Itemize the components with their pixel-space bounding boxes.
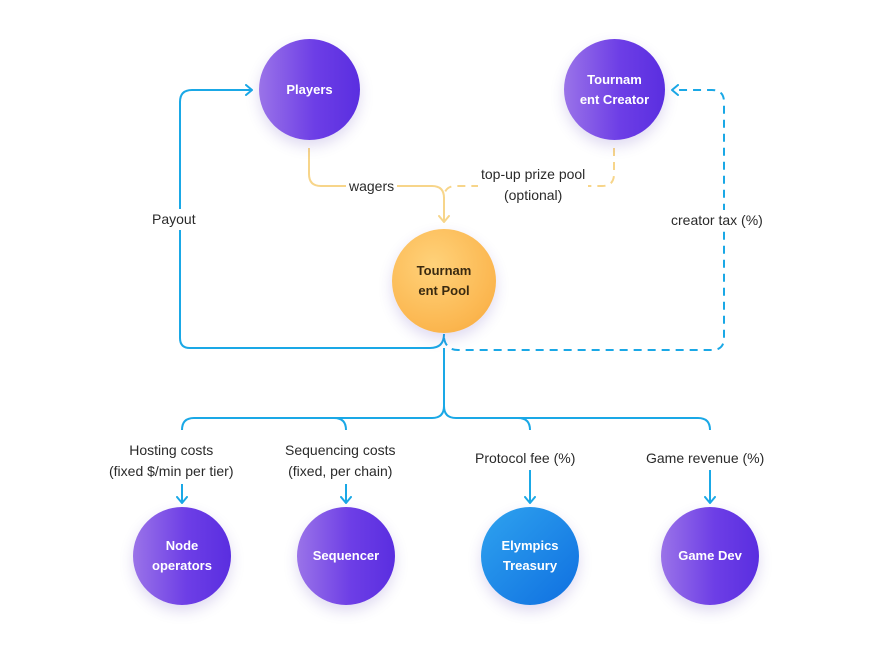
top-up-label: top-up prize pool (optional) xyxy=(478,164,589,206)
tournament-creator-node: Tournam ent Creator xyxy=(564,39,665,140)
creator-tax-line xyxy=(443,84,725,351)
protocol-fee-label: Protocol fee (%) xyxy=(472,448,579,469)
distribution-bus xyxy=(181,405,711,431)
treasury-bus-stub xyxy=(517,417,531,431)
top-up-line xyxy=(443,148,615,199)
game-dev-node: Game Dev xyxy=(661,507,759,605)
payout-label: Payout xyxy=(149,209,199,230)
node-operators-node: Node operators xyxy=(133,507,231,605)
game-revenue-label: Game revenue (%) xyxy=(643,448,768,469)
players-node: Players xyxy=(259,39,360,140)
sequencer-bus-stub xyxy=(333,417,347,431)
hosting-costs-label: Hosting costs (fixed $/min per tier) xyxy=(106,440,237,482)
sequencing-costs-label: Sequencing costs (fixed, per chain) xyxy=(282,440,399,482)
elympics-treasury-node: Elympics Treasury xyxy=(481,507,579,605)
payout-line xyxy=(179,84,445,349)
tournament-pool-node: Tournam ent Pool xyxy=(392,229,496,333)
creator-tax-label: creator tax (%) xyxy=(668,210,766,231)
wagers-label: wagers xyxy=(346,176,398,197)
sequencer-node: Sequencer xyxy=(297,507,395,605)
